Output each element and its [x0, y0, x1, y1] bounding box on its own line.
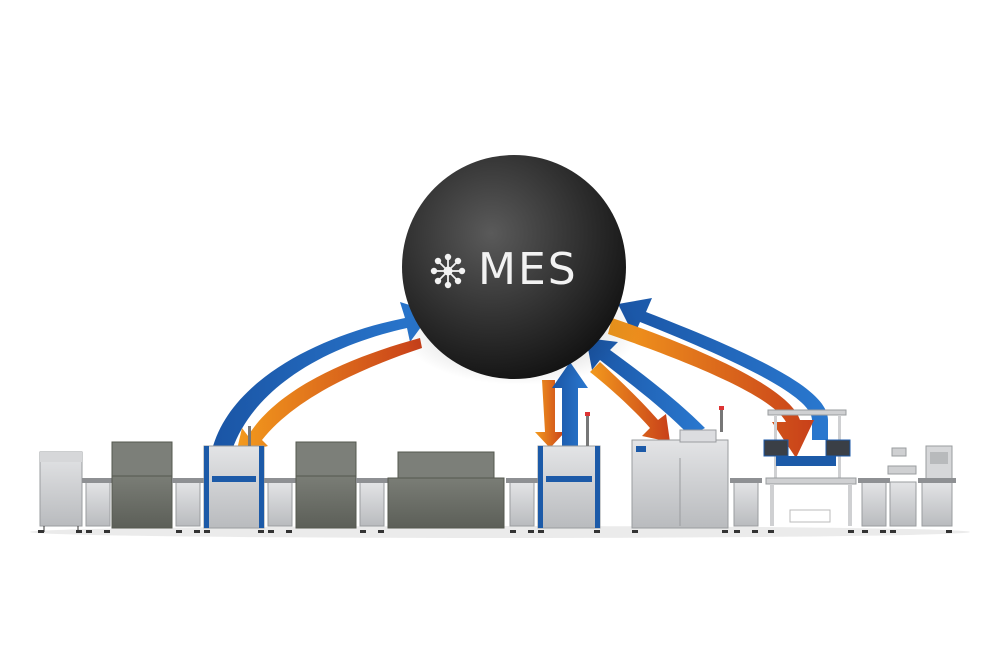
network-node-icon — [430, 253, 466, 289]
oven-icon — [387, 451, 505, 529]
printer-machine-icon — [111, 441, 173, 529]
inspection-machine-icon — [203, 426, 265, 529]
mes-hub — [402, 155, 626, 379]
loader-machine-icon — [39, 451, 83, 532]
conveyor-icon — [82, 478, 114, 527]
download-arrow-right — [590, 362, 670, 442]
download-arrow-center — [535, 380, 565, 448]
conveyor-icon — [264, 478, 296, 527]
conveyor-icon — [858, 478, 890, 527]
conveyor-icon — [506, 478, 538, 527]
pick-place-machine-icon — [295, 441, 357, 529]
production-line — [38, 406, 956, 533]
xray-machine-icon — [631, 406, 729, 529]
conveyor-icon — [172, 478, 204, 527]
conveyor-icon — [356, 478, 388, 527]
floor-shadow — [30, 526, 970, 538]
upload-arrow-center — [552, 362, 588, 446]
workstation-icon — [763, 409, 857, 526]
unloader-machine-icon — [887, 445, 956, 527]
mes-hub-label: MES — [478, 244, 578, 295]
inspection-machine-icon — [537, 412, 601, 529]
upload-arrow-far-right — [618, 298, 828, 440]
conveyor-icon — [730, 478, 762, 527]
download-arrow-left — [236, 338, 422, 454]
machine-feet — [38, 530, 952, 533]
